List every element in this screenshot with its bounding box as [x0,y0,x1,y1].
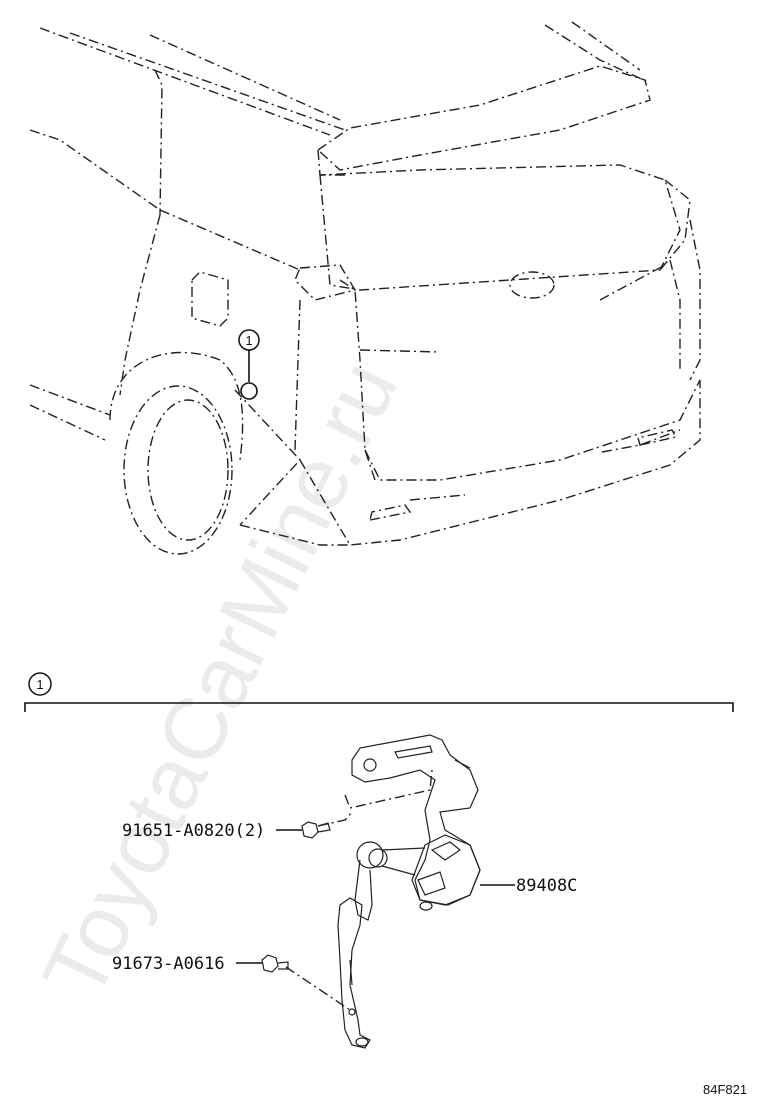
part-label-sensor: 89408C [516,876,577,896]
section-circle [28,672,52,696]
bolt-icon [301,821,331,839]
vehicle-rear-outline [29,21,701,555]
diagram-code: 84F821 [703,1082,747,1097]
location-callout: 1 [238,329,260,400]
section-number: 1 [36,677,43,692]
callout-number: 1 [245,333,252,348]
detail-section-header: 1 [24,672,734,712]
sensor-link-arm [354,841,426,921]
section-bracket [24,702,734,712]
screw-icon [261,954,289,973]
sensor-location-marker [240,382,258,400]
height-sensor-bracket [351,734,481,906]
sensor-lower-bracket [337,897,371,1049]
height-sensor-body [411,834,481,911]
part-label-screw: 91673-A0616 [112,954,225,974]
part-label-bolt: 91651-A0820(2) [122,821,265,841]
